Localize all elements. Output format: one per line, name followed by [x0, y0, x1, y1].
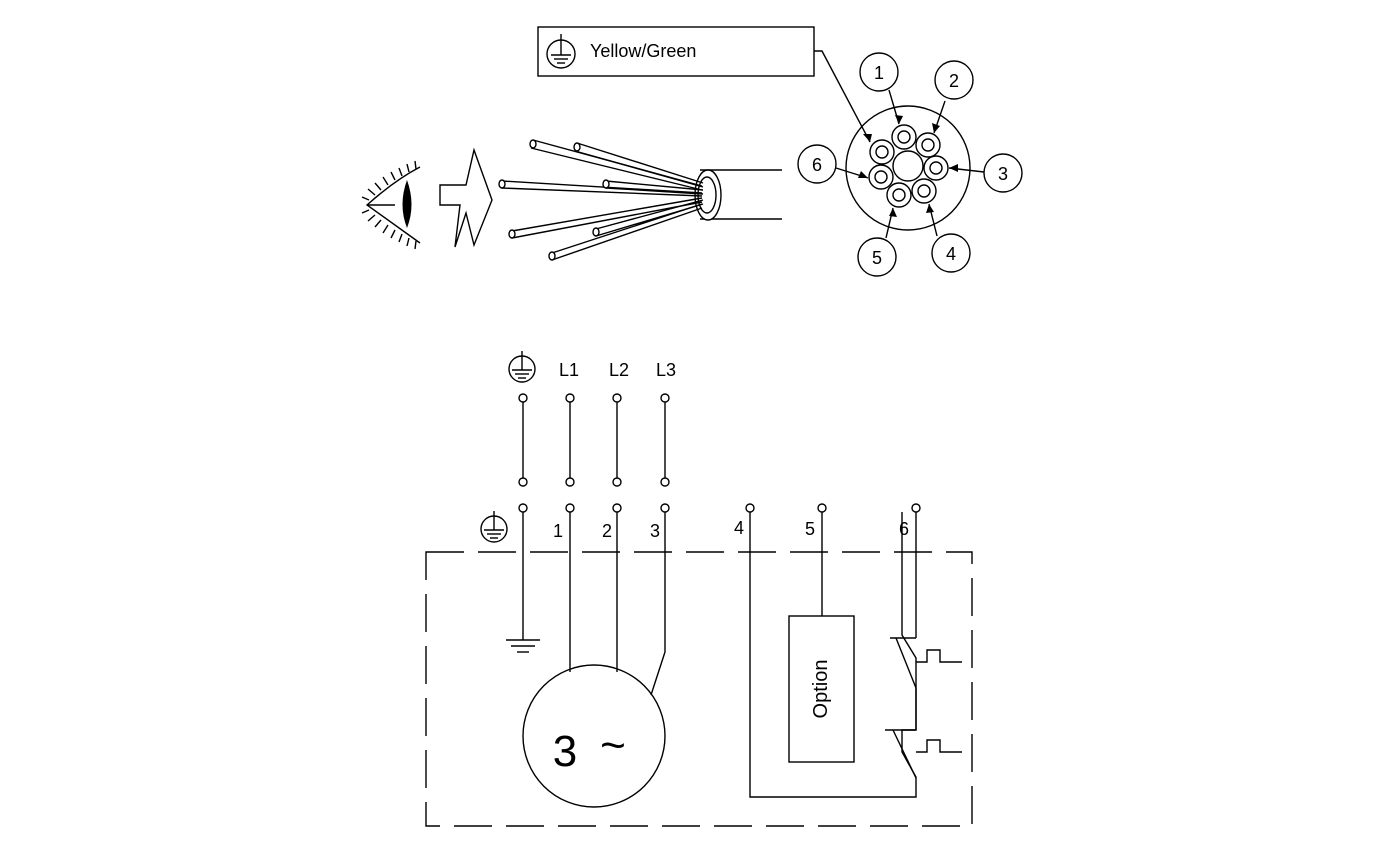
- core-4: [911, 178, 937, 204]
- core-3: [923, 155, 949, 181]
- view-arrow-icon: [439, 147, 493, 248]
- svg-text:4: 4: [946, 244, 956, 264]
- svg-text:6: 6: [812, 155, 822, 175]
- motor-terminal-6: 6: [899, 519, 909, 539]
- core-callout-5: 5: [857, 237, 897, 277]
- terminal-label-l1: L1: [559, 360, 579, 380]
- motor-symbol: 3 ~: [522, 664, 666, 808]
- eye-icon: [361, 160, 421, 250]
- motor-terminal-2: 2: [602, 521, 612, 541]
- cable-cross-section: 1 2 3 4 5 6: [797, 52, 1023, 277]
- motor-phase-number: 3: [553, 727, 577, 776]
- motor-terminal-1: 1: [553, 521, 563, 541]
- core-callout-6: 6: [797, 144, 837, 184]
- motor-terminal-3: 3: [650, 521, 660, 541]
- svg-text:1: 1: [874, 63, 884, 83]
- motor-ground-icon: [480, 511, 508, 543]
- core-callout-1: 1: [859, 52, 899, 92]
- supply-ground-icon: [508, 351, 536, 383]
- supply-terminals: L1 L2 L3: [508, 351, 676, 487]
- motor-ac-tilde: ~: [600, 721, 626, 770]
- thermal-switch: [885, 512, 962, 779]
- earth-ground-icon: [506, 512, 540, 653]
- option-circuit: Option: [749, 512, 917, 798]
- svg-text:3: 3: [998, 164, 1008, 184]
- motor-terminal-4: 4: [734, 518, 744, 538]
- terminal-label-l3: L3: [656, 360, 676, 380]
- svg-text:2: 2: [949, 71, 959, 91]
- core-2: [915, 132, 941, 158]
- cable-icon: [498, 139, 782, 261]
- core-callout-3: 3: [983, 153, 1023, 193]
- motor-enclosure: [425, 551, 973, 827]
- core-6-ground: [869, 139, 895, 165]
- core-1: [891, 124, 917, 150]
- terminal-label-l2: L2: [609, 360, 629, 380]
- legend-box: Yellow/Green: [537, 26, 815, 77]
- ground-legend-icon: [546, 34, 576, 69]
- svg-text:5: 5: [872, 248, 882, 268]
- core-5: [886, 182, 912, 208]
- ground-color-label: Yellow/Green: [590, 41, 696, 61]
- core-callout-2: 2: [934, 60, 974, 100]
- motor-terminal-5: 5: [805, 519, 815, 539]
- core-callout-4: 4: [931, 233, 971, 273]
- option-label: Option: [810, 660, 832, 719]
